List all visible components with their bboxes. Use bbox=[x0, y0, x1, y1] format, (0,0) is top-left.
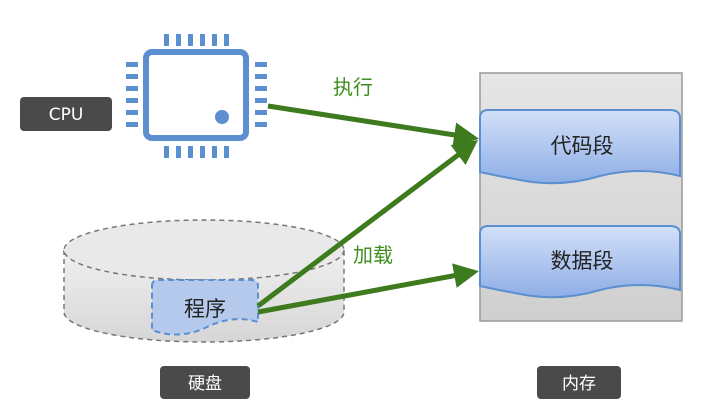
code-segment: 代码段 bbox=[479, 109, 681, 185]
cpu-label: CPU bbox=[49, 105, 84, 125]
disk-label-pill: 硬盘 bbox=[160, 366, 250, 399]
program-label: 程序 bbox=[184, 297, 226, 321]
execute-arrow bbox=[267, 103, 479, 148]
load-label: 加载 bbox=[353, 243, 393, 267]
program-block: 程序 bbox=[151, 279, 259, 336]
arrows bbox=[256, 103, 479, 315]
code-segment-label: 代码段 bbox=[551, 134, 614, 158]
data-segment-label: 数据段 bbox=[551, 249, 614, 273]
disk-label: 硬盘 bbox=[188, 374, 222, 394]
data-segment: 数据段 bbox=[479, 225, 681, 299]
load-data-arrow bbox=[257, 263, 479, 315]
execute-label: 执行 bbox=[333, 75, 373, 99]
load-code-arrow bbox=[256, 139, 478, 308]
memory-label: 内存 bbox=[562, 374, 596, 394]
cpu-chip-icon bbox=[126, 34, 267, 158]
cpu-label-pill: CPU bbox=[20, 97, 112, 131]
memory-label-pill: 内存 bbox=[537, 366, 621, 399]
